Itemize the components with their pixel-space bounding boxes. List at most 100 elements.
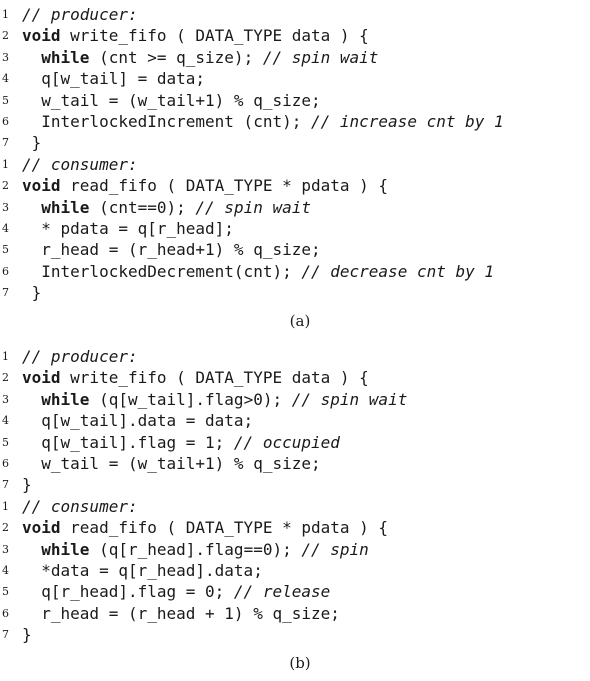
code-line: 6 InterlockedIncrement (cnt); // increas… bbox=[0, 111, 590, 132]
line-number: 7 bbox=[2, 628, 9, 642]
code-keyword: void bbox=[22, 26, 61, 46]
code-text: // consumer: bbox=[22, 154, 138, 175]
code-line: 3 while (cnt==0); // spin wait bbox=[0, 197, 590, 218]
code-keyword: while bbox=[41, 47, 90, 67]
line-number: 3 bbox=[2, 200, 9, 214]
line-number: 4 bbox=[2, 221, 9, 235]
line-number: 4 bbox=[2, 414, 9, 428]
code-line: 6 r_head = (r_head + 1) % q_size; bbox=[0, 603, 590, 624]
code-plain: write_fifo ( DATA_TYPE data ) { bbox=[60, 26, 369, 46]
line-number: 6 bbox=[2, 114, 9, 128]
code-text: *data = q[r_head].data; bbox=[22, 560, 263, 581]
code-text: } bbox=[22, 282, 42, 303]
code-text: } bbox=[22, 624, 32, 645]
line-number: 6 bbox=[2, 606, 9, 620]
line-number: 7 bbox=[2, 286, 9, 300]
code-line: 1// producer: bbox=[0, 4, 590, 25]
code-text: w_tail = (w_tail+1) % q_size; bbox=[22, 90, 321, 111]
line-number: 2 bbox=[2, 371, 9, 385]
code-keyword: while bbox=[41, 539, 90, 559]
code-plain: read_fifo ( DATA_TYPE * pdata ) { bbox=[60, 176, 389, 196]
code-text: void write_fifo ( DATA_TYPE data ) { bbox=[22, 367, 369, 388]
caption-b: (b) bbox=[289, 654, 311, 672]
code-text: void read_fifo ( DATA_TYPE * pdata ) { bbox=[22, 175, 388, 196]
line-number: 6 bbox=[2, 456, 9, 470]
line-number: 3 bbox=[2, 392, 9, 406]
line-number: 6 bbox=[2, 264, 9, 278]
code-keyword: while bbox=[41, 389, 90, 409]
code-text: r_head = (r_head + 1) % q_size; bbox=[22, 603, 340, 624]
code-line: 1 // consumer: bbox=[0, 154, 590, 175]
line-number: 3 bbox=[2, 542, 9, 556]
code-comment: // consumer: bbox=[22, 154, 138, 174]
code-line: 4 *data = q[r_head].data; bbox=[0, 560, 590, 581]
code-line: 2 void write_fifo ( DATA_TYPE data ) { bbox=[0, 367, 590, 388]
code-line: 5 r_head = (r_head+1) % q_size; bbox=[0, 239, 590, 260]
code-listing-b: 1 // producer: 2 void write_fifo ( DATA_TYP… bbox=[0, 346, 590, 645]
code-plain: } bbox=[22, 625, 32, 645]
code-plain: (cnt==0); bbox=[89, 197, 196, 217]
code-text: while (q[w_tail].flag>0); // spin wait bbox=[22, 389, 407, 410]
code-text: void read_fifo ( DATA_TYPE * pdata ) { bbox=[22, 517, 388, 538]
line-number: 7 bbox=[2, 136, 9, 150]
code-text: InterlockedIncrement (cnt); // increase … bbox=[22, 111, 503, 132]
code-plain: (q[r_head].flag==0); bbox=[89, 539, 302, 559]
code-plain: (cnt >= q_size); bbox=[89, 47, 263, 67]
code-text: q[r_head].flag = 0; // release bbox=[22, 581, 330, 602]
line-number: 1 bbox=[2, 499, 9, 513]
code-text: // producer: bbox=[22, 346, 138, 367]
code-line: 3 while (q[w_tail].flag>0); // spin wait bbox=[0, 389, 590, 410]
code-text: r_head = (r_head+1) % q_size; bbox=[22, 239, 321, 260]
code-keyword: while bbox=[41, 197, 90, 217]
code-line: 4 q[w_tail].data = data; bbox=[0, 410, 590, 431]
caption-a: (a) bbox=[289, 312, 311, 330]
line-number: 7 bbox=[2, 478, 9, 492]
line-number: 1 bbox=[2, 350, 9, 363]
code-plain: q[w_tail].data = data; bbox=[22, 411, 254, 431]
code-line: 4 * pdata = q[r_head]; bbox=[0, 218, 590, 239]
code-plain: r_head = (r_head+1) % q_size; bbox=[22, 240, 321, 260]
code-line: 6 w_tail = (w_tail+1) % q_size; bbox=[0, 453, 590, 474]
code-plain: InterlockedDecrement(cnt); bbox=[22, 261, 302, 281]
code-plain: * pdata = q[r_head]; bbox=[22, 218, 234, 238]
code-line: 7 } bbox=[0, 282, 590, 303]
code-comment: // producer: bbox=[22, 347, 138, 366]
code-plain: } bbox=[22, 133, 42, 153]
line-number: 4 bbox=[2, 72, 9, 86]
line-number: 4 bbox=[2, 563, 9, 577]
code-line: 5 w_tail = (w_tail+1) % q_size; bbox=[0, 90, 590, 111]
code-text: while (q[r_head].flag==0); // spin bbox=[22, 539, 369, 560]
code-plain: q[r_head].flag = 0; bbox=[22, 582, 234, 602]
line-number: 2 bbox=[2, 29, 9, 43]
code-plain bbox=[22, 390, 41, 409]
code-plain: q[w_tail].flag = 1; bbox=[22, 432, 234, 452]
code-text: InterlockedDecrement(cnt); // decrease c… bbox=[22, 261, 494, 282]
code-plain: InterlockedIncrement (cnt); bbox=[22, 111, 311, 131]
code-keyword: void bbox=[22, 368, 61, 388]
code-comment: // decrease cnt by 1 bbox=[301, 261, 495, 281]
code-line: 3 while (q[r_head].flag==0); // spin bbox=[0, 539, 590, 560]
line-number: 1 bbox=[2, 157, 9, 171]
code-plain: w_tail = (w_tail+1) % q_size; bbox=[22, 90, 321, 110]
code-line: 5 q[w_tail].flag = 1; // occupied bbox=[0, 432, 590, 453]
code-comment: // occupied bbox=[233, 432, 340, 452]
code-text: q[w_tail] = data; bbox=[22, 68, 205, 89]
code-plain: r_head = (r_head + 1) % q_size; bbox=[22, 603, 340, 623]
code-comment: // spin wait bbox=[262, 47, 379, 67]
code-plain bbox=[22, 198, 41, 217]
code-text: // producer: bbox=[22, 4, 138, 25]
code-text: * pdata = q[r_head]; bbox=[22, 218, 234, 239]
code-line: 7} bbox=[0, 474, 590, 495]
code-plain: read_fifo ( DATA_TYPE * pdata ) { bbox=[60, 518, 389, 538]
code-line: 6 InterlockedDecrement(cnt); // decrease… bbox=[0, 261, 590, 282]
code-text: while (cnt >= q_size); // spin wait bbox=[22, 47, 378, 68]
code-text: // consumer: bbox=[22, 496, 138, 517]
code-plain: write_fifo ( DATA_TYPE data ) { bbox=[60, 368, 369, 388]
code-comment: // consumer: bbox=[22, 496, 138, 516]
code-text: } bbox=[22, 132, 42, 153]
code-keyword: void bbox=[22, 518, 61, 538]
code-line: 7 } bbox=[0, 132, 590, 153]
code-comment: // spin wait bbox=[291, 389, 408, 409]
